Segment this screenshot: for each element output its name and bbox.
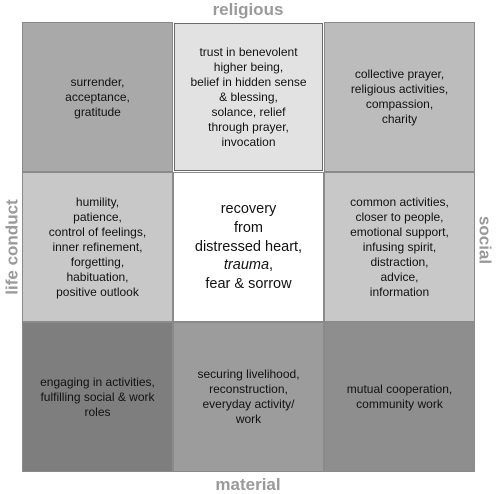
cell-text: trust in benevolent higher being, belief… (190, 44, 307, 149)
axis-label-material: material (215, 475, 281, 494)
coping-matrix-grid: surrender, acceptance, gratitude trust i… (22, 22, 475, 472)
cell-material-life-conduct: engaging in activities, fulfilling socia… (22, 322, 173, 472)
cell-material-social: mutual cooperation, community work (324, 322, 475, 472)
cell-religious-life-conduct: surrender, acceptance, gratitude (22, 22, 173, 172)
cell-text: humility, patience, control of feelings,… (48, 194, 147, 299)
axis-label-life-conduct: life conduct (2, 199, 22, 295)
cell-material: securing livelihood, reconstruction, eve… (173, 322, 324, 472)
cell-text: securing livelihood, reconstruction, eve… (197, 367, 300, 426)
cell-social: common activities, closer to people, emo… (324, 172, 475, 322)
center-trauma: trauma (223, 257, 270, 274)
center-trauma-suffix: , (269, 257, 274, 274)
center-line-3: fear & sorrow (205, 276, 292, 293)
cell-center-recovery: recovery from distressed heart, trauma, … (173, 172, 324, 322)
cell-text: surrender, acceptance, gratitude (65, 74, 130, 119)
cell-text: mutual cooperation, community work (346, 382, 453, 411)
cell-text: engaging in activities, fulfilling socia… (40, 374, 155, 419)
cell-text: common activities, closer to people, emo… (350, 194, 449, 299)
center-text: recovery from distressed heart, trauma, … (195, 200, 302, 294)
cell-text: collective prayer, religious activities,… (350, 67, 449, 126)
cell-life-conduct: humility, patience, control of feelings,… (22, 172, 173, 322)
axis-label-religious: religious (212, 0, 284, 19)
axis-label-social: social (475, 215, 495, 265)
cell-religious-social: collective prayer, religious activities,… (324, 22, 475, 172)
cell-religious: trust in benevolent higher being, belief… (174, 23, 323, 171)
center-line-1: recovery from distressed heart, (194, 200, 303, 255)
